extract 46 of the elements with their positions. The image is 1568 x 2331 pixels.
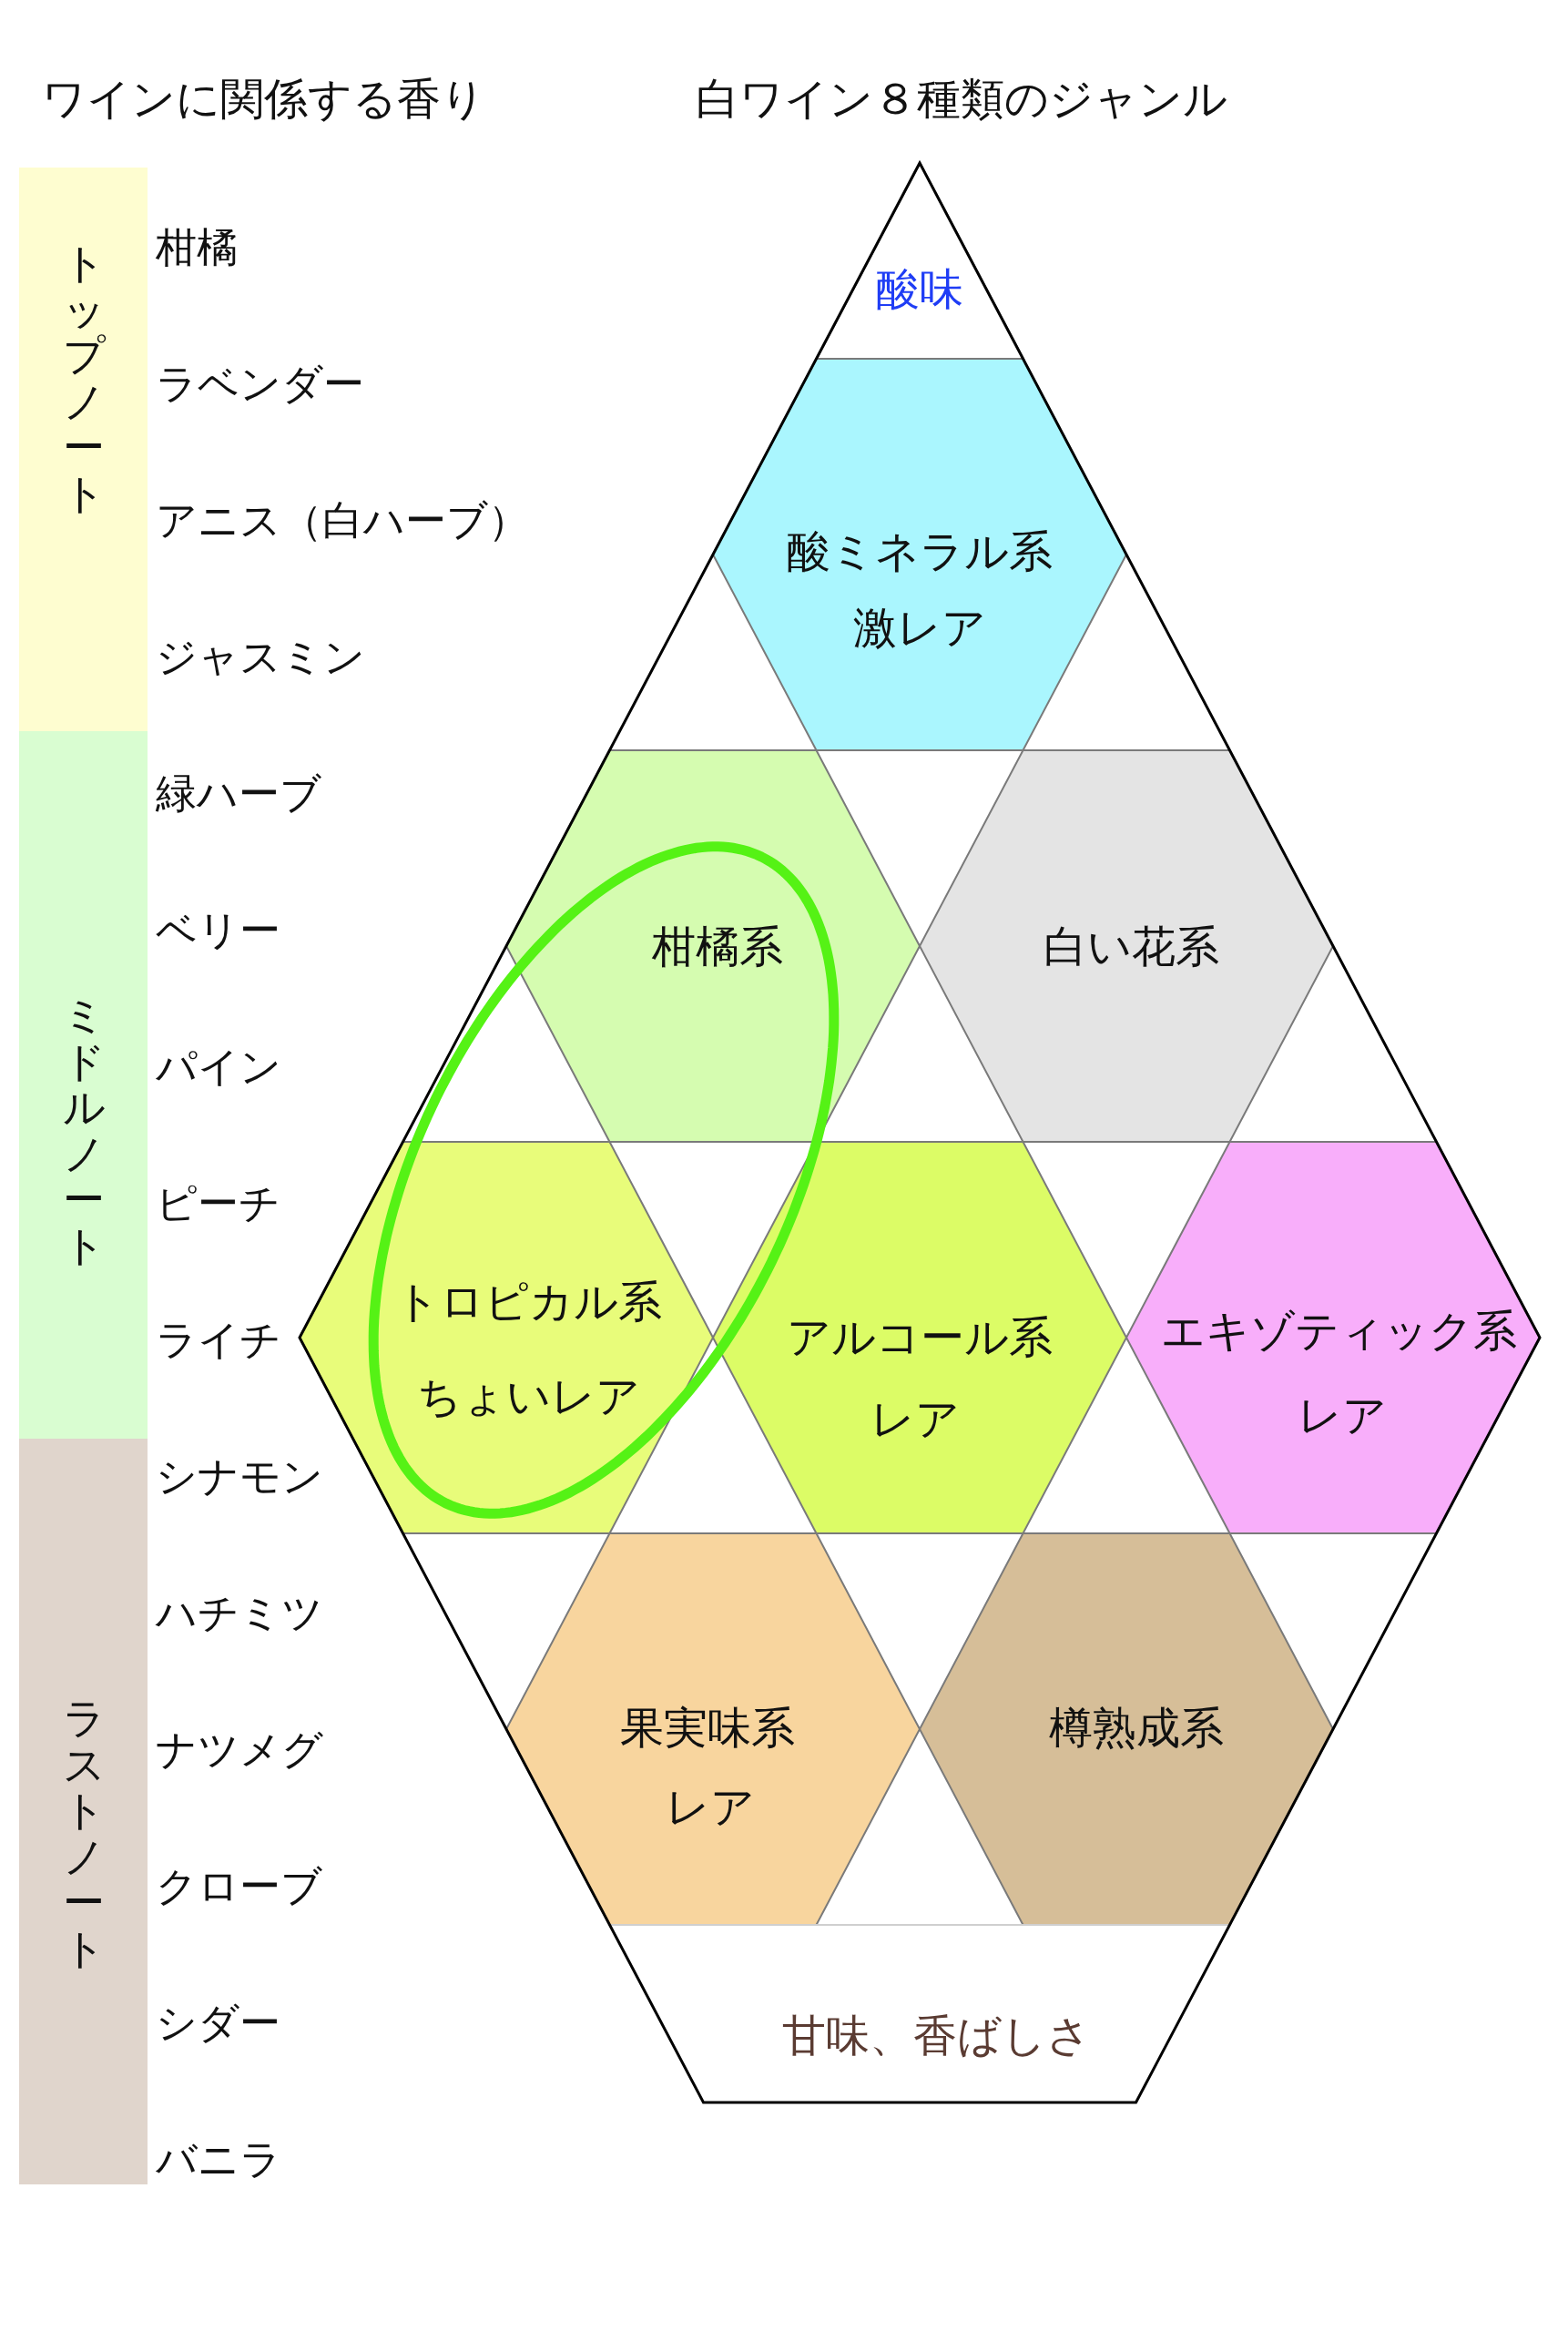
trapezoid-region — [609, 1925, 1230, 2102]
genre-label: 白い花系 — [1043, 921, 1219, 973]
genre-label: アルコール系 — [787, 1311, 1053, 1364]
genre-hexagon — [1126, 1142, 1540, 1533]
rarity-label: 激レア — [853, 602, 986, 655]
band-label: ラストノート — [62, 1695, 105, 1972]
genre-hexagon — [920, 1533, 1333, 1925]
genre-label: 樽熟成系 — [1049, 1702, 1224, 1755]
note-band — [19, 1439, 148, 2184]
genre-label: トロピカル系 — [394, 1276, 662, 1328]
note-band — [19, 731, 148, 1439]
aroma-label: ナツメグ — [156, 1725, 323, 1775]
rarity-label: レア — [871, 1393, 960, 1446]
genre-hexagon — [713, 359, 1126, 750]
aroma-label: シダー — [156, 1999, 280, 2048]
aroma-label: シナモン — [156, 1452, 323, 1501]
aroma-label: バニラ — [156, 2135, 281, 2184]
band-label: ミドルノート — [62, 992, 105, 1269]
aroma-label: ピーチ — [156, 1179, 280, 1228]
genre-label: 柑橘系 — [652, 921, 783, 973]
rarity-label: ちょいレア — [416, 1370, 640, 1423]
aroma-label: ラベンダー — [156, 360, 364, 409]
taste-label: 酸味 — [876, 263, 963, 316]
aroma-label: ライチ — [156, 1316, 281, 1365]
aroma-label: ジャスミン — [156, 633, 365, 682]
rarity-label: レア — [666, 1781, 755, 1834]
genre-label: エキゾティック系 — [1160, 1305, 1517, 1358]
aroma-label: クローブ — [156, 1862, 322, 1911]
aroma-label: 緑ハーブ — [156, 769, 321, 819]
genre-hexagon — [920, 750, 1333, 1142]
note-band — [19, 168, 148, 731]
aroma-label: アニス（白ハーブ） — [156, 496, 529, 545]
rarity-label: レア — [1298, 1389, 1387, 1442]
section-heading: ワインに関係する香り — [42, 73, 485, 126]
section-heading: 白ワイン８種類のジャンル — [696, 73, 1227, 126]
aroma-label: 柑橘 — [156, 223, 238, 272]
genre-hexagon — [506, 750, 920, 1142]
genre-label: 果実味系 — [620, 1702, 795, 1755]
aroma-label: パイン — [156, 1043, 281, 1092]
aroma-label: ハチミツ — [156, 1589, 323, 1638]
taste-label: 甘味、香ばしさ — [781, 2010, 1091, 2062]
genre-label: 酸ミネラル系 — [787, 525, 1053, 578]
genre-hexagon — [713, 1142, 1126, 1533]
aroma-label: ベリー — [156, 906, 280, 955]
genre-hexagon — [506, 1533, 920, 1925]
band-label: トップノート — [62, 240, 105, 517]
